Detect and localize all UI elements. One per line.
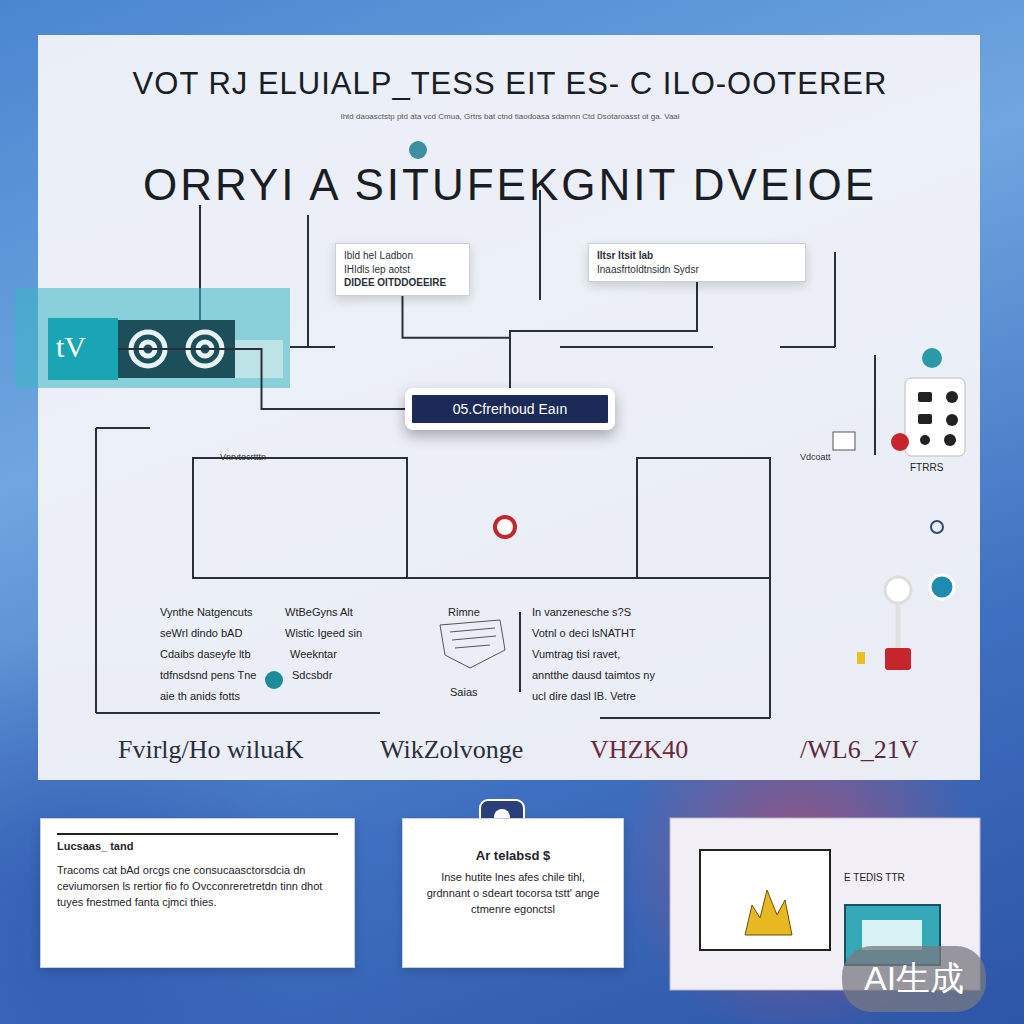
- small-device: [833, 432, 855, 450]
- connector-line: [403, 296, 511, 389]
- label-text: VHZK40: [590, 735, 688, 765]
- label-text: tdfnsdsnd pens Tne: [160, 669, 256, 681]
- blue-dot: [930, 575, 954, 599]
- teal-band: [15, 288, 290, 388]
- label-text: Cdaibs daseyfe ltb: [160, 648, 251, 660]
- node-text: DIDEE OITDDOEEIRE: [344, 276, 461, 290]
- key-head: [885, 577, 911, 603]
- node-box: E TEDIS TTR: [840, 870, 970, 885]
- red-node-dot: [495, 517, 515, 537]
- node-box: tV: [48, 318, 118, 380]
- node-heading: 05.Cfrerhoud Eaın: [424, 401, 596, 417]
- label-text: /WL6_21V: [800, 735, 918, 765]
- label-text: Wistic Igeed sin: [285, 627, 362, 639]
- node-heading: E TEDIS TTR: [844, 872, 966, 883]
- teal-dot: [922, 348, 942, 368]
- node-box: Ibld heI LadbonIHIdls lep aotstDIDEE OIT…: [335, 243, 470, 296]
- node-box: Ar telabsd $ Inse hutite lnes afes chile …: [402, 818, 624, 968]
- node-text: Inaasfrtoldtnsidn Sydsr: [597, 263, 797, 277]
- label-text: WikZolvonge: [380, 735, 523, 765]
- label-text: Sdcsbdr: [292, 669, 332, 681]
- screen-frame: [700, 850, 830, 950]
- node-heading: Ar telabsd $: [419, 847, 607, 866]
- label-text: aie th anids fotts: [160, 690, 240, 702]
- label-text: In vanzenesche s?S: [532, 606, 631, 618]
- title-dot: [409, 141, 427, 159]
- main-panel: [38, 35, 980, 780]
- teal-node-dot: [265, 671, 283, 689]
- label-text: Saias: [450, 686, 478, 698]
- node-heading: tV: [56, 330, 110, 364]
- label-text: seWrl dindo bAD: [160, 627, 242, 639]
- label-text: Vumtrag tisi ravet,: [532, 648, 620, 660]
- teal-tail: [235, 340, 283, 378]
- red-dot: [891, 433, 909, 451]
- device-icons: [918, 391, 958, 446]
- node-heading: Ibld heI Ladbon: [344, 249, 461, 263]
- label-text: Weekntar: [290, 648, 337, 660]
- label-text: Vnrvtocrtttn: [220, 452, 266, 462]
- device-panel: [905, 378, 965, 456]
- teal-tab: [48, 318, 118, 380]
- machine-sketch: [440, 620, 505, 668]
- title: VOT RJ ELUIALP_TESS EIT ES- C ILO-OOTERE…: [40, 66, 980, 102]
- label-text: ORRYI A SITUFEKGNIT DVEIOE: [40, 160, 980, 210]
- node-text: Inse hutite lnes afes chile tihl, grdnna…: [419, 870, 607, 918]
- label-text: anntthe dausd taimtos ny: [532, 669, 655, 681]
- label-text: Votnl o deci lsNATHT: [532, 627, 636, 639]
- node-heading: IItsr Itsit lab: [597, 249, 797, 263]
- connector-line: [118, 349, 405, 409]
- key-shaft: [896, 603, 901, 650]
- ring-icon: [931, 521, 943, 533]
- label-text: ucl dire dasl IB. Vetre: [532, 690, 636, 702]
- fire-icon: [745, 890, 792, 935]
- node-box: 05.Cfrerhoud Eaın: [405, 388, 615, 430]
- label-text: FTRRS: [910, 462, 943, 473]
- label-text: WtBeGyns Alt: [285, 606, 353, 618]
- node-text: Tracoms cat bAd orcgs cne consucaasctors…: [57, 863, 338, 911]
- node-box: IItsr Itsit labInaasfrtoldtnsidn Sydsr: [588, 243, 806, 282]
- label-text: Ihtd daoasctstp ptd ata vcd Cmua, Grtrs …: [40, 112, 980, 121]
- watermark: AI生成: [842, 946, 986, 1012]
- label-text: Vdcoatt: [800, 452, 831, 462]
- frame-lines: [96, 190, 875, 718]
- label-text: Vynthe Natgencuts: [160, 606, 253, 618]
- node-heading: Lucsaas_ tand: [57, 833, 338, 855]
- node-box: Lucsaas_ tandTracoms cat bAd orcgs cne c…: [40, 818, 355, 968]
- connector-line: [510, 282, 697, 388]
- label-text: Rimne: [448, 606, 480, 618]
- red-block: [885, 648, 911, 670]
- node-text: IHIdls lep aotst: [344, 263, 461, 277]
- label-text: Fvirlg/Ho wiluaK: [118, 735, 304, 765]
- yellow-mark: [857, 652, 865, 664]
